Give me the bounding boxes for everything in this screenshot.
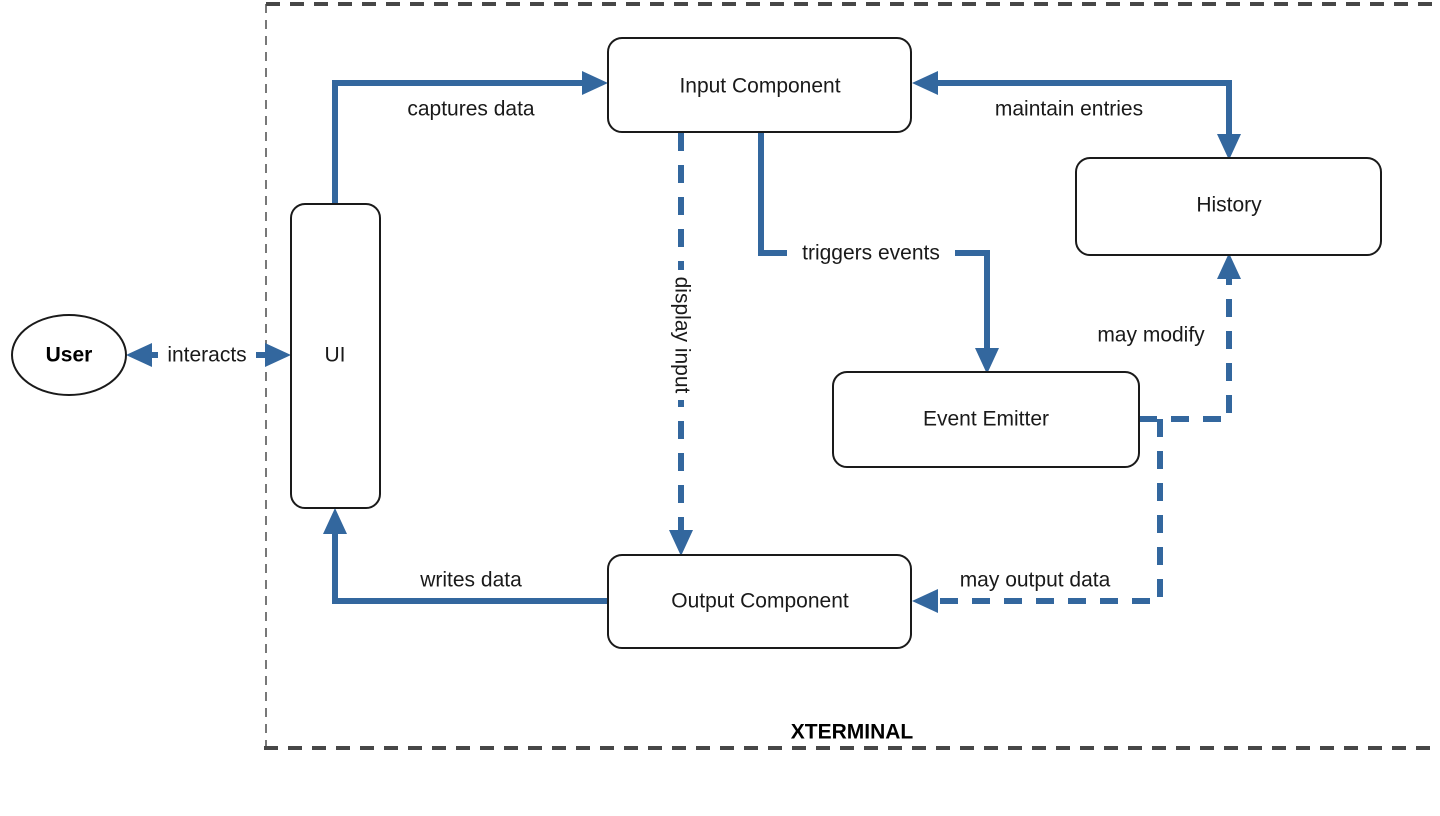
edge-maintain-entries: maintain entries	[912, 71, 1241, 160]
edge-interacts-label-bg	[158, 340, 256, 370]
edge-maintain-entries-line	[928, 80, 1232, 144]
node-user-shape[interactable]	[11, 314, 127, 396]
edge-may-output-data-label-bg	[944, 566, 1126, 596]
edge-triggers-events-label-bg	[787, 238, 955, 268]
edge-may-output-data-label: may output data	[960, 569, 1111, 592]
edge-writes-data-label: writes data	[419, 569, 522, 592]
edge-may-modify-arrowhead	[1217, 253, 1241, 279]
edge-writes-data-line	[332, 527, 608, 604]
node-event-emitter-label: Event Emitter	[923, 408, 1049, 431]
system-boundary	[264, 2, 1440, 750]
edge-may-modify-label: may modify	[1097, 324, 1205, 347]
edge-interacts: interacts	[126, 340, 291, 370]
edge-display-input: display input	[666, 133, 696, 556]
edge-display-input-label-bg	[666, 270, 696, 400]
edge-display-input-label: display input	[670, 277, 693, 394]
edge-captures-data-line	[332, 80, 592, 205]
edge-interacts-label: interacts	[167, 344, 246, 367]
edge-captures-data-arrowhead	[582, 71, 608, 95]
node-event-emitter-shape[interactable]	[832, 371, 1140, 468]
node-history-label: History	[1196, 194, 1262, 217]
edge-may-output-data-arrowhead	[912, 589, 938, 613]
node-ui-label: UI	[325, 344, 346, 367]
node-event-emitter[interactable]: Event Emitter	[832, 371, 1140, 468]
edge-maintain-entries-arrowhead-down	[1217, 134, 1241, 160]
node-user-label: User	[46, 344, 93, 367]
edge-triggers-events-label: triggers events	[802, 242, 940, 265]
node-ui[interactable]: UI	[290, 203, 381, 509]
edge-interacts-arrowhead-left	[126, 343, 152, 367]
node-input-component[interactable]: Input Component	[607, 37, 912, 133]
edge-triggers-events-arrowhead	[975, 348, 999, 374]
edge-captures-data: captures data	[332, 71, 608, 205]
edge-triggers-events: triggers events	[758, 131, 999, 374]
node-history-shape[interactable]	[1075, 157, 1382, 256]
edge-maintain-entries-arrowhead-left	[912, 71, 938, 95]
node-user[interactable]: User	[11, 314, 127, 396]
node-ui-shape[interactable]	[290, 203, 381, 509]
node-input-component-label: Input Component	[679, 75, 840, 98]
edge-may-output-data-line	[930, 419, 1163, 604]
edge-may-output-data: may output data	[912, 419, 1163, 613]
boundary-title-label: XTERMINAL	[791, 721, 914, 744]
node-output-component[interactable]: Output Component	[607, 554, 912, 649]
edge-writes-data: writes data	[323, 508, 608, 604]
edge-maintain-entries-label: maintain entries	[995, 98, 1143, 121]
node-history[interactable]: History	[1075, 157, 1382, 256]
node-output-component-shape[interactable]	[607, 554, 912, 649]
edge-writes-data-arrowhead	[323, 508, 347, 534]
node-input-component-shape[interactable]	[607, 37, 912, 133]
edge-display-input-arrowhead	[669, 530, 693, 556]
edge-may-modify: may modify	[1097, 253, 1241, 422]
node-output-component-label: Output Component	[671, 590, 849, 613]
edge-interacts-arrowhead-right	[265, 343, 291, 367]
edge-captures-data-label: captures data	[407, 98, 535, 121]
